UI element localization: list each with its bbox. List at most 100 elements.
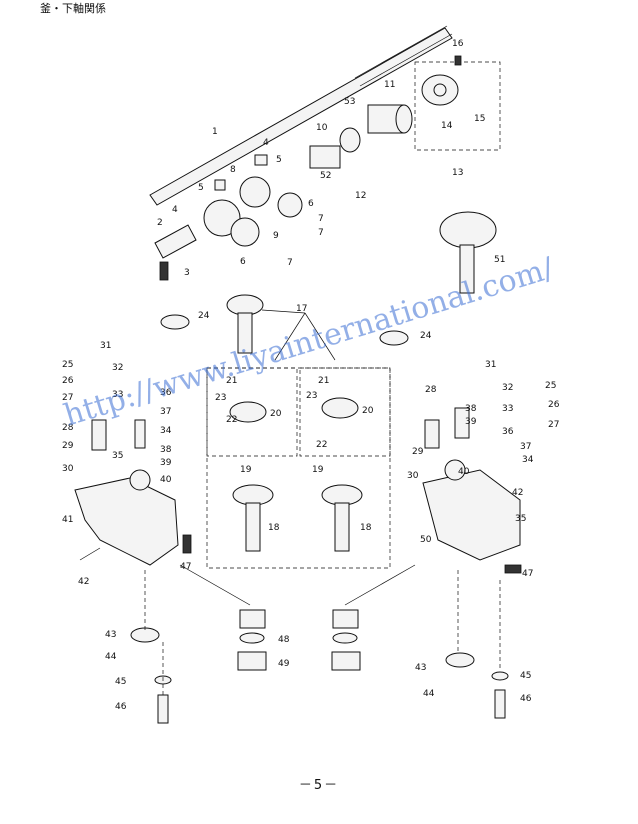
bobbin-24-right — [379, 330, 409, 346]
callout-2: 2 — [157, 218, 163, 228]
lower-shaft — [149, 25, 453, 206]
callout-51: 51 — [494, 255, 505, 265]
callout-36a: 36 — [160, 388, 172, 398]
callout-7a: 7 — [318, 214, 324, 224]
screw-46-left — [157, 694, 169, 724]
plate-43-left — [130, 627, 160, 643]
callout-40b: 40 — [458, 467, 470, 477]
callout-30b: 30 — [407, 471, 419, 481]
callout-23a: 23 — [215, 393, 226, 403]
callout-23b: 23 — [306, 391, 317, 401]
callout-11: 11 — [384, 80, 395, 90]
callout-44a: 44 — [105, 652, 117, 662]
callout-22a: 22 — [226, 415, 237, 425]
callout-1: 1 — [212, 127, 218, 137]
guide-line — [344, 564, 416, 606]
page-title: 釜・下軸関係 — [40, 2, 106, 15]
callout-49: 49 — [278, 659, 290, 669]
callout-38b: 38 — [465, 404, 477, 414]
callout-34a: 34 — [160, 426, 172, 436]
callout-33a: 33 — [112, 390, 123, 400]
hook-18-left — [232, 484, 274, 552]
callout-10: 10 — [316, 123, 328, 133]
rotating-hook-51 — [439, 211, 497, 294]
callout-19a: 19 — [240, 465, 252, 475]
part-14-15 — [421, 55, 462, 106]
callout-5a: 5 — [198, 183, 204, 193]
callout-36b: 36 — [502, 427, 514, 437]
callout-45a: 45 — [115, 677, 126, 687]
callout-20a: 20 — [270, 409, 282, 419]
callout-47a: 47 — [180, 562, 191, 572]
bracket-41 — [74, 419, 179, 566]
callout-12: 12 — [355, 191, 366, 201]
callout-32b: 32 — [502, 383, 513, 393]
callout-9: 9 — [273, 231, 279, 241]
washer-45-right — [491, 671, 509, 681]
bracket-50 — [422, 407, 521, 561]
callout-3: 3 — [184, 268, 190, 278]
callout-48: 48 — [278, 635, 290, 645]
callout-27a: 27 — [62, 393, 73, 403]
callout-45b: 45 — [520, 671, 531, 681]
callout-4b: 4 — [263, 138, 269, 148]
callout-16: 16 — [452, 39, 464, 49]
callout-6a: 6 — [308, 199, 314, 209]
callout-5b: 5 — [276, 155, 282, 165]
callout-39a: 39 — [160, 458, 172, 468]
gear-48-49-left — [237, 609, 267, 671]
bobbin-case-20-left — [229, 401, 267, 423]
callout-34b: 34 — [522, 455, 534, 465]
group-13-box — [414, 61, 501, 151]
callout-20b: 20 — [362, 406, 374, 416]
bobbin-24-left — [160, 314, 190, 330]
callout-13: 13 — [452, 168, 463, 178]
callout-labels: 1 2 3 4 4 5 5 6 6 7 7 7 8 9 10 11 12 13 … — [62, 39, 560, 712]
callout-26b: 26 — [548, 400, 560, 410]
callout-21a: 21 — [226, 376, 237, 386]
callout-50: 50 — [420, 535, 432, 545]
pin-47-left — [182, 534, 192, 554]
callout-21b: 21 — [318, 376, 329, 386]
callout-47b: 47 — [522, 569, 533, 579]
callout-15: 15 — [474, 114, 485, 124]
callout-32a: 32 — [112, 363, 123, 373]
callout-4a: 4 — [172, 205, 178, 215]
hook-17 — [226, 294, 336, 361]
callout-26a: 26 — [62, 376, 74, 386]
guide-line — [179, 564, 251, 606]
screw-42-left — [79, 547, 101, 561]
callout-25a: 25 — [62, 360, 73, 370]
plate-43-right — [445, 652, 475, 668]
callout-43a: 43 — [105, 630, 116, 640]
shaft-end-2 — [154, 224, 197, 281]
callout-42b: 42 — [512, 488, 523, 498]
callout-35a: 35 — [112, 451, 123, 461]
callout-28b: 28 — [425, 385, 437, 395]
bobbin-case-20-right — [321, 397, 359, 419]
callout-31b: 31 — [485, 360, 496, 370]
callout-38a: 38 — [160, 445, 172, 455]
callout-28a: 28 — [62, 423, 74, 433]
callout-14: 14 — [441, 121, 453, 131]
callout-40a: 40 — [160, 475, 172, 485]
callout-7b: 7 — [318, 228, 324, 238]
callout-17: 17 — [296, 304, 307, 314]
callout-18b: 18 — [360, 523, 372, 533]
callout-8: 8 — [230, 165, 236, 175]
collar-10-11 — [309, 104, 413, 169]
callout-22b: 22 — [316, 440, 327, 450]
pin-47-right — [504, 564, 522, 574]
callout-31a: 31 — [100, 341, 111, 351]
callout-7c: 7 — [287, 258, 293, 268]
callout-6b: 6 — [240, 257, 246, 267]
callout-37b: 37 — [520, 442, 531, 452]
callout-29a: 29 — [62, 441, 74, 451]
callout-52: 52 — [320, 171, 331, 181]
callout-30a: 30 — [62, 464, 74, 474]
callout-46a: 46 — [115, 702, 127, 712]
callout-19b: 19 — [312, 465, 324, 475]
callout-33b: 33 — [502, 404, 513, 414]
callout-44b: 44 — [423, 689, 435, 699]
